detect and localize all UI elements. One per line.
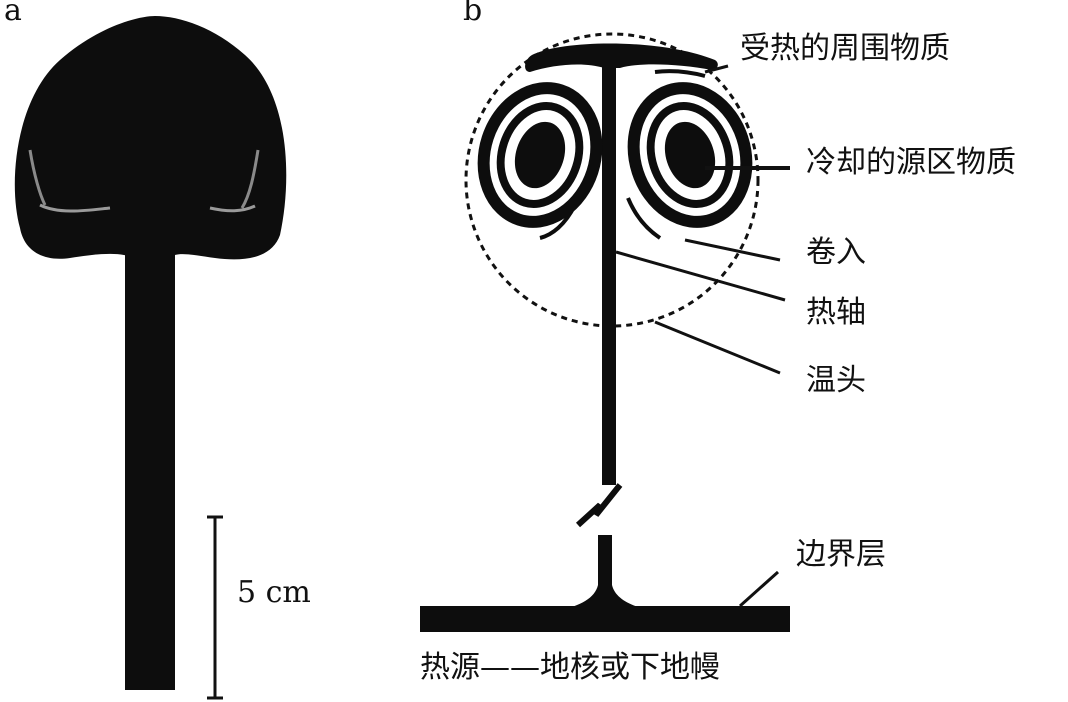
label-heat-source: 热源——地核或下地幔 [420,650,720,685]
axis-break-mark [575,483,623,528]
plume-schematic-b [420,32,790,632]
plume-photo-a [14,16,287,690]
label-entrainment: 卷入 [806,235,866,270]
label-heated-matter: 受热的周围物质 [740,31,950,66]
left-vortex [477,82,603,240]
label-boundary-layer: 边界层 [796,537,886,572]
label-thermal-head: 温头 [806,363,866,398]
plume-cap-b [525,43,718,72]
leader-boundary-layer [738,570,780,608]
label-hot-axis: 热轴 [806,295,866,330]
plume-tail-a [125,250,175,690]
leader-entrainment [684,238,781,262]
leader-hot-axis [615,250,786,302]
label-cooled-source: 冷却的源区物质 [806,145,1016,180]
thermal-head-boundary [464,32,760,328]
hot-axis-lower [598,535,612,595]
plume-head-a [14,16,287,260]
leader-heated-matter [704,64,729,74]
right-vortex [626,69,753,240]
panel-label-a: a [4,0,22,28]
scale-bar [207,515,223,700]
leader-thermal-head [654,320,781,375]
hot-axis-upper [602,60,616,485]
heat-source-slab [420,606,790,632]
scale-bar-label: 5 cm [237,575,311,610]
panel-label-b: b [463,0,483,28]
